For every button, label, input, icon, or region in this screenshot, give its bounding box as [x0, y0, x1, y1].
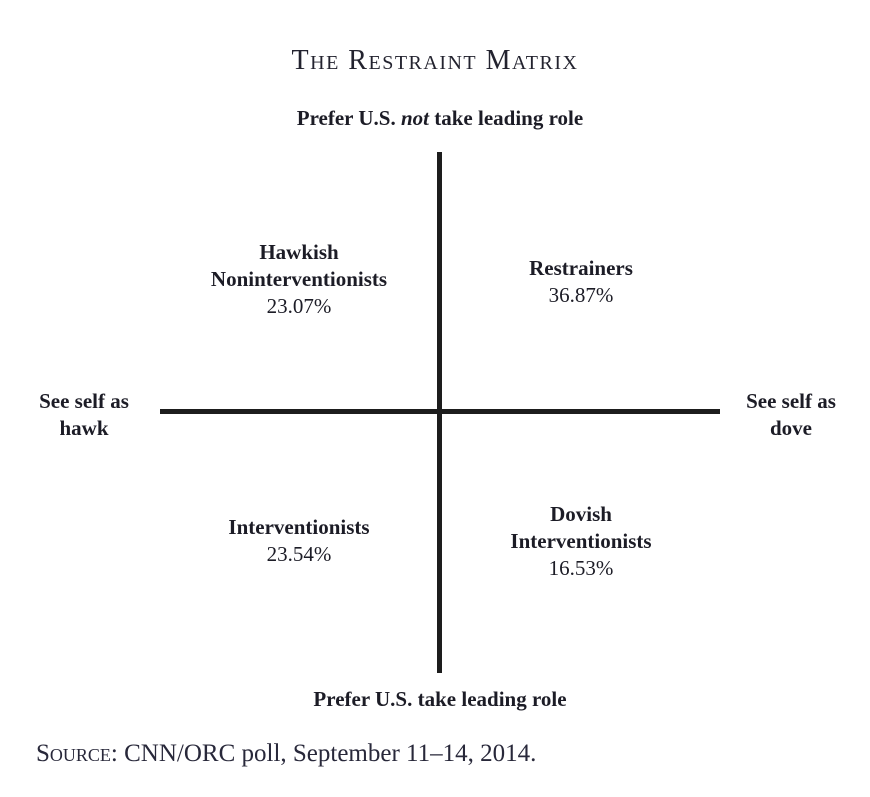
left-axis-label: See self as hawk — [39, 389, 129, 440]
figure-title: The Restraint Matrix — [291, 45, 579, 76]
quadrant-bottom-right-value: 16.53% — [548, 556, 614, 580]
quadrant-bottom-left-name: Interventionists — [228, 515, 370, 539]
top-axis-label-emphasis: not — [400, 106, 429, 130]
top-axis-label-suffix: take leading role — [429, 106, 584, 130]
right-axis-label: See self as dove — [746, 389, 836, 440]
quadrant-top-right: Restrainers 36.87% — [441, 255, 721, 309]
quadrant-bottom-right: Dovish Interventionists 16.53% — [441, 501, 721, 582]
source-note: Source: CNN/ORC poll, September 11–14, 2… — [36, 740, 536, 768]
top-axis-label-prefix: Prefer U.S. — [296, 106, 401, 130]
quadrant-bottom-right-name: Dovish Interventionists — [510, 502, 652, 553]
source-note-text: : CNN/ORC poll, September 11–14, 2014. — [110, 740, 537, 767]
quadrant-top-left-name: Hawkish Noninterventionists — [210, 240, 388, 291]
source-note-label: Source — [36, 740, 111, 767]
quadrant-top-left-value: 23.07% — [266, 294, 332, 318]
quadrant-top-right-name: Restrainers — [529, 256, 633, 280]
quadrant-top-right-value: 36.87% — [548, 283, 614, 307]
top-axis-label: Prefer U.S. not take leading role — [5, 106, 870, 131]
bottom-axis-label: Prefer U.S. take leading role — [313, 687, 567, 711]
horizontal-axis-line — [160, 409, 720, 414]
quadrant-bottom-left: Interventionists 23.54% — [159, 514, 439, 568]
quadrant-bottom-left-value: 23.54% — [266, 542, 332, 566]
quadrant-top-left: Hawkish Noninterventionists 23.07% — [159, 239, 439, 320]
